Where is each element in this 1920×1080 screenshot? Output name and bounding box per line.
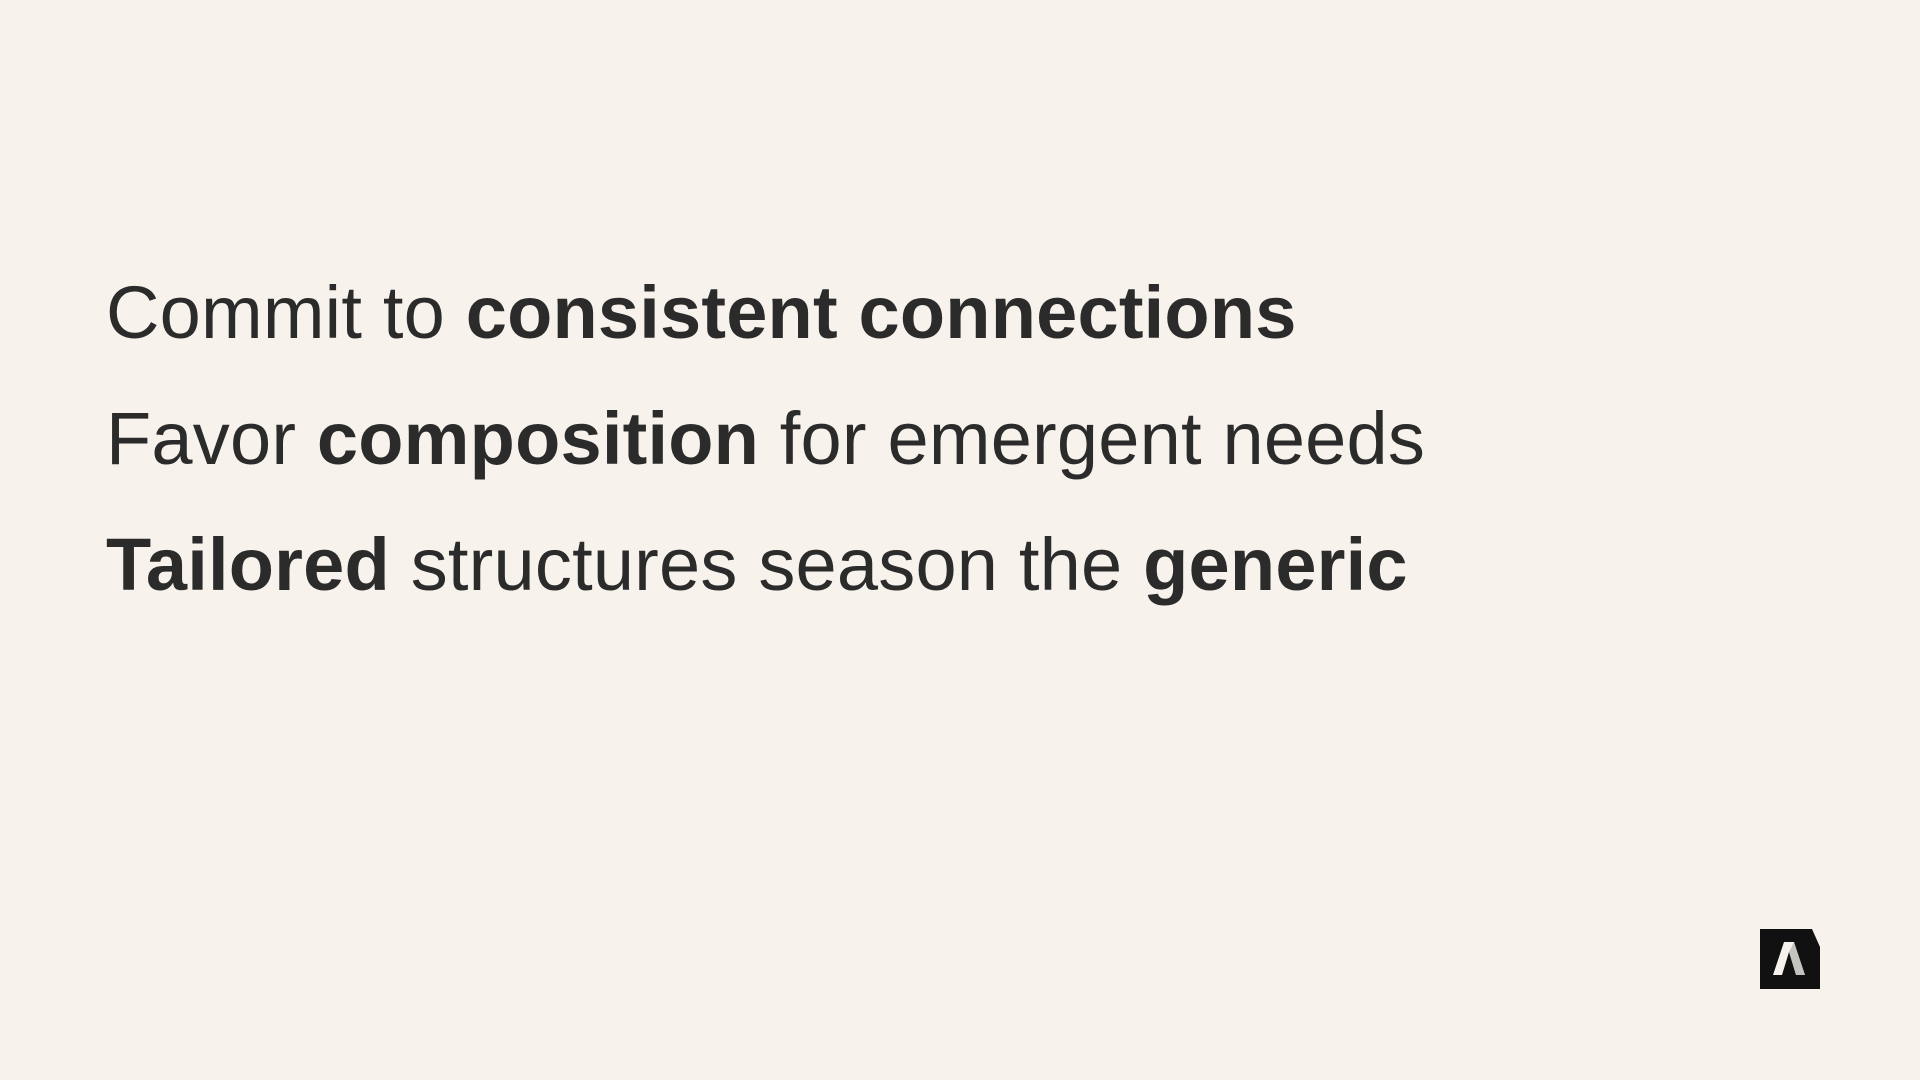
statement-line-3: Tailored structures season the generic <box>106 502 1425 628</box>
statement-emphasis: generic <box>1143 523 1408 606</box>
statement-line-2: Favor composition for emergent needs <box>106 376 1425 502</box>
statement-list: Commit to consistent connections Favor c… <box>106 250 1425 628</box>
statement-text: structures season the <box>389 523 1144 606</box>
statement-line-1: Commit to consistent connections <box>106 250 1425 376</box>
statement-emphasis: composition <box>316 397 760 480</box>
statement-text: Favor <box>106 397 317 480</box>
statement-emphasis: consistent connections <box>465 271 1297 354</box>
statement-emphasis: Tailored <box>106 523 390 606</box>
brand-logo-icon <box>1760 929 1820 989</box>
statement-text: for emergent needs <box>759 397 1426 480</box>
statement-text: Commit to <box>106 271 466 354</box>
